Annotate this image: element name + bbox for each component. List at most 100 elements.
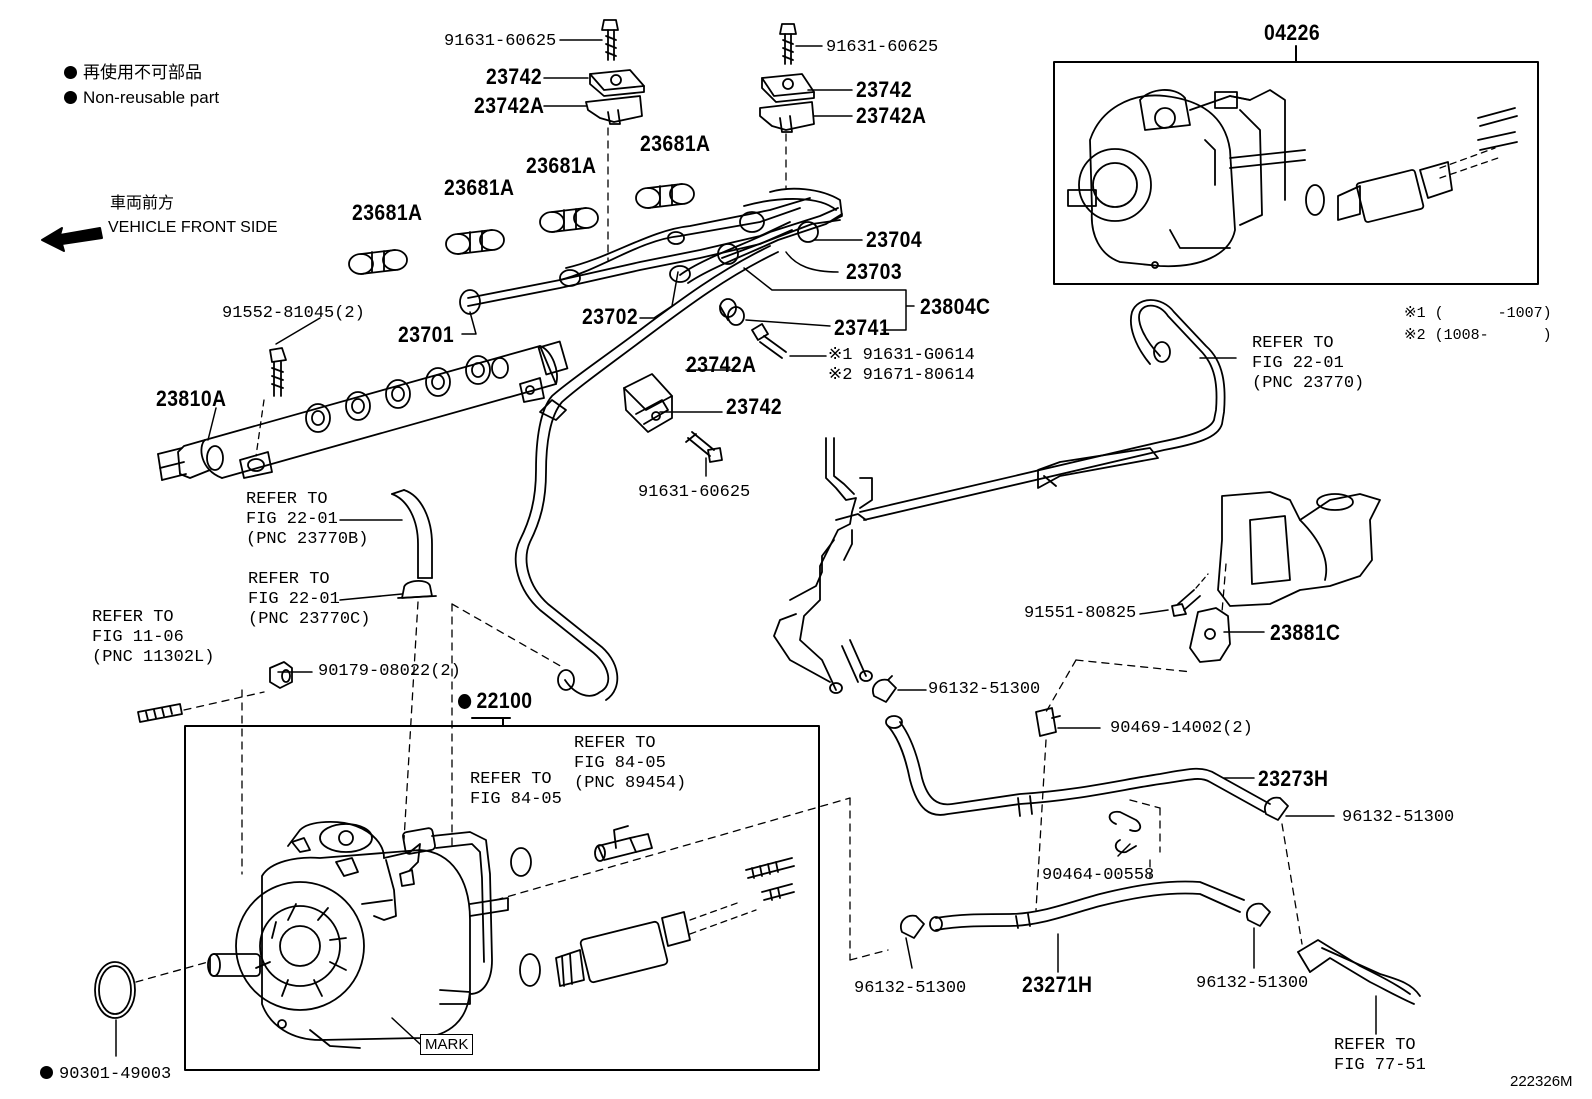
part-label-23742-b: 23742 xyxy=(856,77,913,102)
clamp-23742-b xyxy=(759,73,815,133)
part-label-91631-G0614: ※1 91631-G0614 xyxy=(828,346,975,365)
part-label-23742-a: 23742 xyxy=(486,64,543,89)
part-label-23702: 23702 xyxy=(582,304,639,329)
part-label-23701: 23701 xyxy=(398,322,455,347)
intake-part-23881C xyxy=(1189,491,1381,663)
bullet-icon xyxy=(64,91,77,104)
part-label-23810A: 23810A xyxy=(156,386,227,411)
part-label-23704: 23704 xyxy=(866,227,923,252)
return-pipe-77-51 xyxy=(1297,939,1421,1005)
refer-to-fig-22-01-23770: REFER TO FIG 22-01 (PNC 23770) xyxy=(1252,334,1365,393)
refer-to-fig-22-01-23770C: REFER TO FIG 22-01 (PNC 23770C) xyxy=(248,570,371,629)
part-label-91671-80614: ※2 91671-80614 xyxy=(828,366,975,385)
clamp-23742-c xyxy=(623,373,673,433)
pump-drawing-04226 xyxy=(1067,89,1306,269)
non-reusable-bullet-icon xyxy=(40,1066,53,1079)
bolt-91631-60625-a xyxy=(601,19,619,61)
part-label-96132-51300-b: 96132-51300 xyxy=(1342,808,1455,827)
vehicle-front-arrow-icon xyxy=(41,227,103,252)
hose-clamp-96132-51300-b xyxy=(1264,796,1289,821)
grommet-23681A-4 xyxy=(635,183,695,209)
hose-23770B xyxy=(391,489,433,579)
non-reusable-bullet-icon xyxy=(458,694,472,709)
o-ring-90301-49003 xyxy=(94,961,136,1019)
part-label-04226: 04226 xyxy=(1264,20,1321,45)
legend-non-reusable-jp: 再使用不可部品 xyxy=(64,64,202,81)
bullet-icon xyxy=(64,66,77,79)
part-label-23681A-4: 23681A xyxy=(640,131,711,156)
stud-11302L xyxy=(137,703,183,723)
refer-to-fig-77-51: REFER TO FIG 77-51 xyxy=(1334,1036,1426,1075)
part-label-91631-60625-a: 91631-60625 xyxy=(444,32,557,51)
part-label-23273H: 23273H xyxy=(1258,766,1329,791)
part-label-23742-c: 23742 xyxy=(726,394,783,419)
grommet-23681A-2 xyxy=(445,229,505,255)
clip-90464-00558 xyxy=(1108,810,1142,854)
bolt-91631-60625-c xyxy=(685,431,723,463)
part-label-22100: 22100 xyxy=(458,690,533,712)
part-label-96132-51300-a: 96132-51300 xyxy=(928,680,1041,699)
part-label-23681A-3: 23681A xyxy=(526,153,597,178)
part-label-90179-08022: 90179-08022(2) xyxy=(318,662,461,681)
fuel-rail-23810A xyxy=(157,340,569,481)
part-label-23271H: 23271H xyxy=(1022,972,1093,997)
bolt-91631-G0614 xyxy=(751,323,787,359)
grommet-23681A-1 xyxy=(348,249,408,275)
bolt-91631-60625-b xyxy=(779,23,797,65)
clamp-23742-a xyxy=(585,69,645,125)
clip-90469-14002 xyxy=(1035,707,1061,737)
clip-23741 xyxy=(719,298,745,326)
refer-to-fig-84-05-89454: REFER TO FIG 84-05 (PNC 89454) xyxy=(574,734,687,793)
legend-non-reusable-en: Non-reusable part xyxy=(64,89,219,106)
pump-assembly-box-04226 xyxy=(1053,61,1539,285)
part-label-91631-60625-c: 91631-60625 xyxy=(638,483,751,502)
refer-to-fig-11-06: REFER TO FIG 11-06 (PNC 11302L) xyxy=(92,608,215,667)
part-label-91552-81045: 91552-81045(2) xyxy=(222,304,365,323)
part-label-23681A-2: 23681A xyxy=(444,175,515,200)
refer-to-fig-22-01-23770B: REFER TO FIG 22-01 (PNC 23770B) xyxy=(246,490,369,549)
pump-drawing-22100 xyxy=(207,821,509,1049)
solenoid-04226 xyxy=(1305,107,1518,223)
injection-pipes xyxy=(459,187,843,701)
part-label-23742A-c: 23742A xyxy=(686,352,757,377)
hose-clamp-96132-51300-c xyxy=(900,914,925,939)
part-label-23804C: 23804C xyxy=(920,294,991,319)
variant-note-1: ※1 ( -1007) xyxy=(1404,305,1552,322)
nut-90179-08022 xyxy=(269,661,293,689)
o-ring-84-05 xyxy=(510,847,532,877)
part-label-90301-49003: 90301-49003 xyxy=(40,1066,171,1083)
variant-note-2: ※2 (1008- ) xyxy=(1404,327,1552,344)
part-label-23741: 23741 xyxy=(834,315,891,340)
solenoid-22100 xyxy=(555,857,795,987)
part-label-23742A-a: 23742A xyxy=(474,93,545,118)
part-label-91631-60625-b: 91631-60625 xyxy=(826,38,939,57)
fuel-pipe-23770 xyxy=(773,299,1226,694)
bolt-91551-80825 xyxy=(1171,573,1209,617)
cap-23770C xyxy=(397,580,437,599)
sensor-89454 xyxy=(594,825,653,862)
dashed-guide-lines xyxy=(135,127,1303,983)
part-label-23881C: 23881C xyxy=(1270,620,1341,645)
direction-label-en: VEHICLE FRONT SIDE xyxy=(108,219,278,236)
hose-23271H xyxy=(929,880,1245,932)
part-label-90464-00558: 90464-00558 xyxy=(1042,866,1155,885)
mark-label: MARK xyxy=(420,1034,474,1055)
leader-lines xyxy=(115,39,1377,1057)
part-label-90469-14002: 90469-14002(2) xyxy=(1110,719,1253,738)
o-ring-22100-solenoid xyxy=(519,953,541,987)
part-label-96132-51300-c: 96132-51300 xyxy=(854,979,967,998)
bolt-91552-81045 xyxy=(255,347,287,457)
part-label-23703: 23703 xyxy=(846,259,903,284)
hose-23273H xyxy=(885,715,1271,817)
hose-clamp-96132-51300-d xyxy=(1246,902,1271,927)
refer-to-fig-84-05: REFER TO FIG 84-05 xyxy=(470,770,562,809)
part-label-91551-80825: 91551-80825 xyxy=(1024,604,1137,623)
direction-label-jp: 車両前方 xyxy=(110,195,175,212)
part-label-96132-51300-d: 96132-51300 xyxy=(1196,974,1309,993)
hose-clamp-96132-51300-a xyxy=(872,675,897,703)
part-label-23742A-b: 23742A xyxy=(856,103,927,128)
drawing-code: 222326M xyxy=(1510,1073,1573,1090)
part-label-23681A-1: 23681A xyxy=(352,200,423,225)
